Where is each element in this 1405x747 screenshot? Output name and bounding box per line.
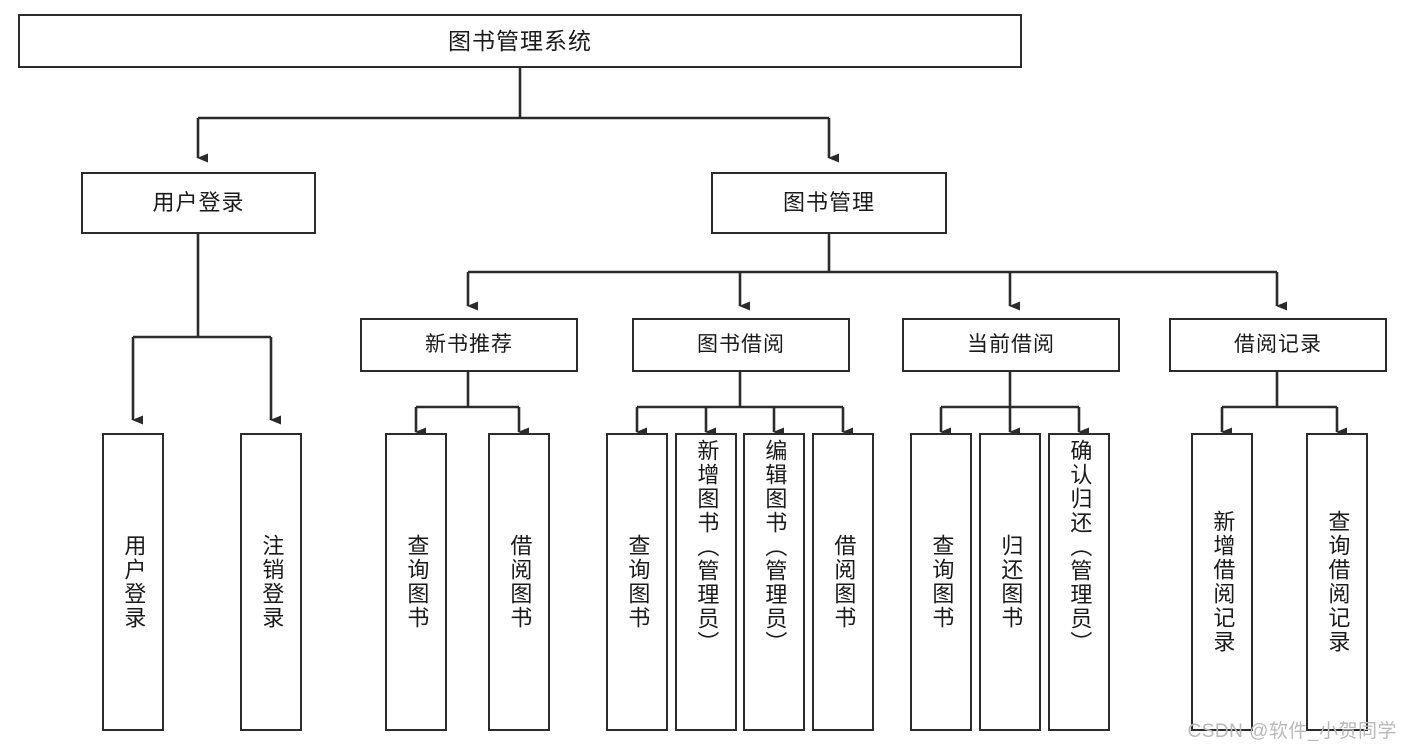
- leaf-borrow-book-1[interactable]: 借阅图书: [488, 433, 550, 731]
- node-book-manage-label: 图书管理: [782, 190, 875, 216]
- leaf-query-book-2-label: 查询图书: [625, 534, 651, 630]
- leaf-query-book-1[interactable]: 查询图书: [385, 433, 447, 731]
- node-book-borrow[interactable]: 图书借阅: [632, 318, 850, 372]
- node-borrow-record[interactable]: 借阅记录: [1169, 318, 1387, 372]
- leaf-user-login[interactable]: 用户登录: [102, 433, 164, 731]
- leaf-query-book-1-label: 查询图书: [404, 534, 430, 630]
- leaf-add-book[interactable]: 新增图书（管理员）: [675, 433, 737, 731]
- leaf-add-record-label: 新增借阅记录: [1210, 510, 1236, 654]
- node-current-borrow[interactable]: 当前借阅: [902, 318, 1120, 372]
- node-user-login-label: 用户登录: [152, 190, 245, 216]
- node-user-login[interactable]: 用户登录: [81, 172, 316, 234]
- leaf-return-book-label: 归还图书: [998, 534, 1024, 630]
- node-book-borrow-label: 图书借阅: [697, 332, 785, 356]
- leaf-borrow-book-2[interactable]: 借阅图书: [812, 433, 874, 731]
- leaf-edit-book-label: 编辑图书（管理员）: [762, 439, 788, 655]
- node-root-system[interactable]: 图书管理系统: [18, 14, 1022, 68]
- leaf-confirm-return[interactable]: 确认归还（管理员）: [1048, 433, 1110, 731]
- leaf-return-book[interactable]: 归还图书: [979, 433, 1041, 731]
- leaf-query-record[interactable]: 查询借阅记录: [1306, 433, 1368, 731]
- leaf-add-record[interactable]: 新增借阅记录: [1191, 433, 1253, 731]
- node-borrow-record-label: 借阅记录: [1234, 332, 1322, 356]
- leaf-borrow-book-1-label: 借阅图书: [507, 534, 533, 630]
- node-root-label: 图书管理系统: [448, 27, 592, 54]
- leaf-edit-book[interactable]: 编辑图书（管理员）: [743, 433, 805, 731]
- node-current-borrow-label: 当前借阅: [967, 332, 1055, 356]
- leaf-query-record-label: 查询借阅记录: [1325, 510, 1351, 654]
- node-new-book-recommend-label: 新书推荐: [425, 332, 513, 356]
- leaf-user-login-label: 用户登录: [121, 534, 147, 630]
- leaf-query-book-3[interactable]: 查询图书: [910, 433, 972, 731]
- leaf-add-book-label: 新增图书（管理员）: [694, 439, 720, 655]
- leaf-borrow-book-2-label: 借阅图书: [831, 534, 857, 630]
- leaf-logout-login-label: 注销登录: [259, 534, 285, 630]
- leaf-query-book-2[interactable]: 查询图书: [606, 433, 668, 731]
- leaf-logout-login[interactable]: 注销登录: [240, 433, 302, 731]
- leaf-confirm-return-label: 确认归还（管理员）: [1067, 439, 1093, 655]
- node-book-manage[interactable]: 图书管理: [711, 172, 947, 234]
- node-new-book-recommend[interactable]: 新书推荐: [360, 318, 578, 372]
- leaf-query-book-3-label: 查询图书: [929, 534, 955, 630]
